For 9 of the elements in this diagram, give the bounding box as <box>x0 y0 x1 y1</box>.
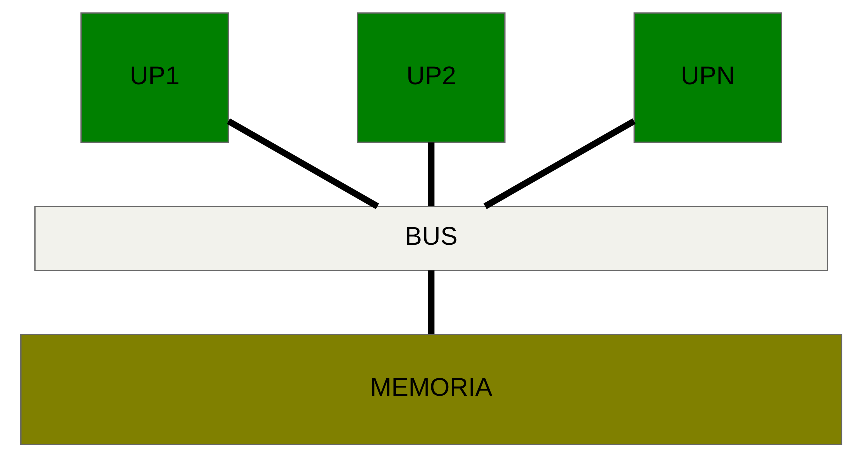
node-box: UP1 <box>80 12 229 144</box>
connector <box>428 142 434 206</box>
node-box: UP2 <box>356 12 506 144</box>
connector <box>226 118 379 210</box>
connector <box>483 118 636 210</box>
node-box: MEMORIA <box>20 334 842 446</box>
node-box: BUS <box>34 206 828 272</box>
node-box: UPN <box>633 12 782 144</box>
connector <box>428 270 434 334</box>
